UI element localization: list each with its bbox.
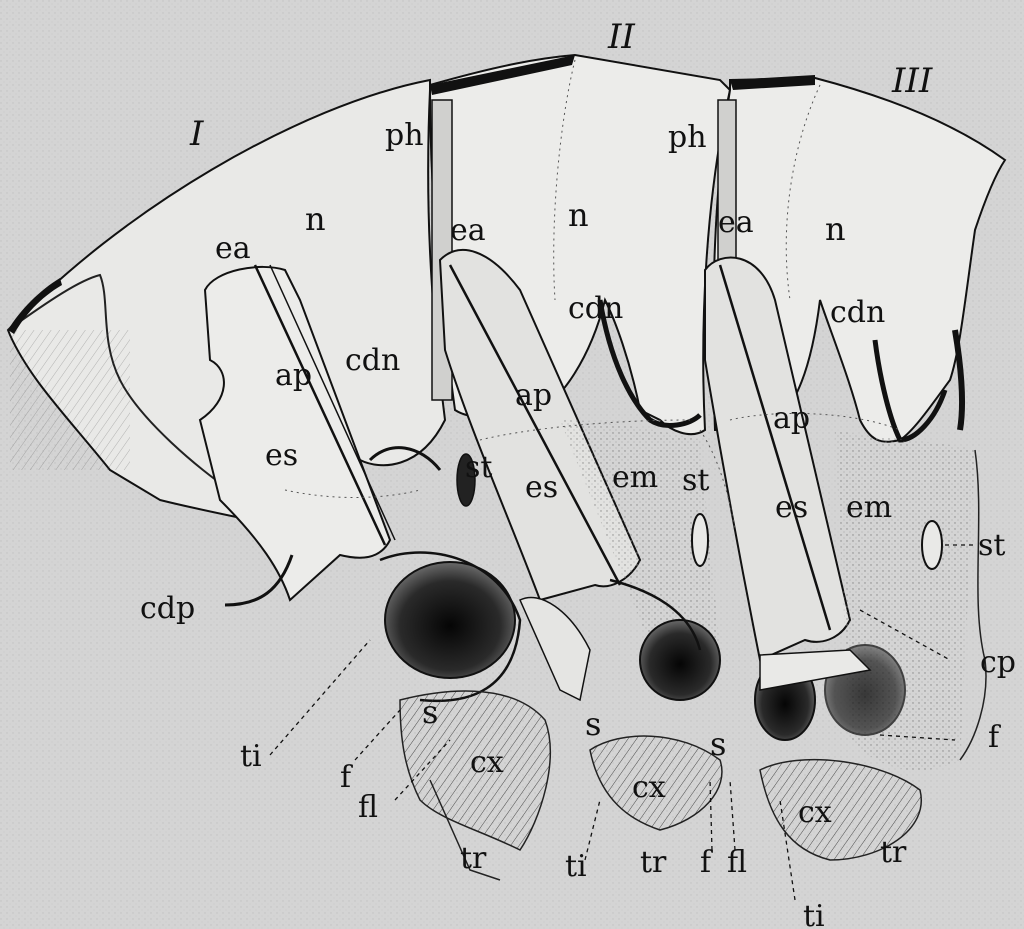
label-s-1: s bbox=[422, 693, 438, 731]
label-ph-3: ph bbox=[668, 120, 707, 155]
label-n-2: n bbox=[568, 196, 589, 234]
coxal-cavity-1 bbox=[385, 562, 515, 678]
label-n-3: n bbox=[825, 210, 846, 248]
label-es-1: es bbox=[265, 438, 298, 473]
label-es-3: es bbox=[775, 490, 808, 525]
segment-label-3: III bbox=[891, 61, 933, 101]
label-ti-2: ti bbox=[565, 849, 587, 884]
label-cp: cp bbox=[980, 645, 1016, 680]
label-st-3: st bbox=[978, 528, 1005, 563]
segment-label-2: II bbox=[607, 17, 635, 57]
label-ea-1: ea bbox=[215, 231, 251, 266]
label-ea-3: ea bbox=[718, 205, 754, 240]
label-ap-1: ap bbox=[275, 358, 312, 393]
label-ti-3: ti bbox=[803, 899, 825, 929]
label-s-3: s bbox=[710, 725, 726, 763]
label-cdn-1: cdn bbox=[345, 343, 400, 378]
label-f-1: f bbox=[340, 760, 353, 795]
label-tr-3: tr bbox=[880, 835, 907, 870]
pronotum-hatching bbox=[10, 330, 130, 470]
label-fl-1: fl bbox=[358, 790, 378, 825]
label-f-3: f bbox=[988, 720, 1001, 755]
label-ti-1: ti bbox=[240, 739, 262, 774]
label-cx-2: cx bbox=[632, 770, 666, 805]
label-ap-2: ap bbox=[515, 378, 552, 413]
label-cx-1: cx bbox=[470, 745, 504, 780]
label-cdp: cdp bbox=[140, 591, 195, 626]
label-cdn-2: cdn bbox=[568, 291, 623, 326]
label-tr-1: tr bbox=[460, 841, 487, 876]
label-s-2: s bbox=[585, 705, 601, 743]
label-ea-2: ea bbox=[450, 213, 486, 248]
label-fl-2: fl bbox=[727, 845, 747, 880]
coxal-cavity-2 bbox=[640, 620, 720, 700]
label-n-1: n bbox=[305, 200, 326, 238]
label-st-1: st bbox=[465, 450, 492, 485]
label-tr-2: tr bbox=[640, 845, 667, 880]
segment-label-1: I bbox=[189, 114, 204, 154]
label-es-2: es bbox=[525, 470, 558, 505]
label-cx-3: cx bbox=[798, 795, 832, 830]
label-st-2: st bbox=[682, 463, 709, 498]
label-cdn-3: cdn bbox=[830, 295, 885, 330]
label-em-3: em bbox=[846, 490, 892, 525]
label-ap-3: ap bbox=[773, 401, 810, 436]
spiracle-2 bbox=[692, 514, 708, 566]
label-f-2: f bbox=[700, 845, 713, 880]
label-ph-2: ph bbox=[385, 118, 424, 153]
label-em-2: em bbox=[612, 460, 658, 495]
spiracle-3 bbox=[922, 521, 942, 569]
